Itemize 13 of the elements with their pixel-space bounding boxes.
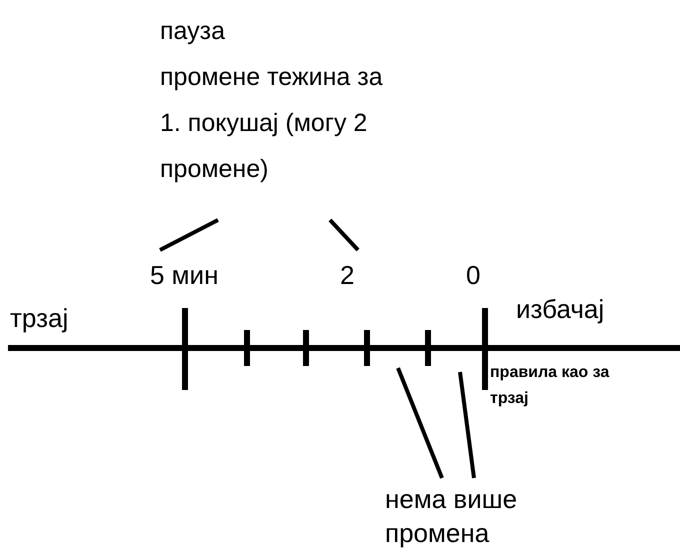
annotation-text: промене тежина за 1. покушај (могу 2 промене) — [160, 62, 384, 185]
start-label: трзај — [10, 302, 70, 334]
leader-line — [458, 372, 476, 478]
rule-note: правила као за трзај — [490, 363, 610, 409]
annotation-text: 2 — [340, 259, 356, 292]
end-label: избачај — [516, 293, 606, 325]
leader-line — [396, 367, 444, 479]
annotation-text: пауза — [160, 16, 226, 47]
annotation-text: 0 — [466, 259, 482, 292]
leader-line — [328, 218, 360, 252]
annotation-text: 5 мин — [150, 259, 220, 292]
leader-line — [159, 218, 219, 252]
annotation-text: нема више промена — [385, 483, 518, 550]
